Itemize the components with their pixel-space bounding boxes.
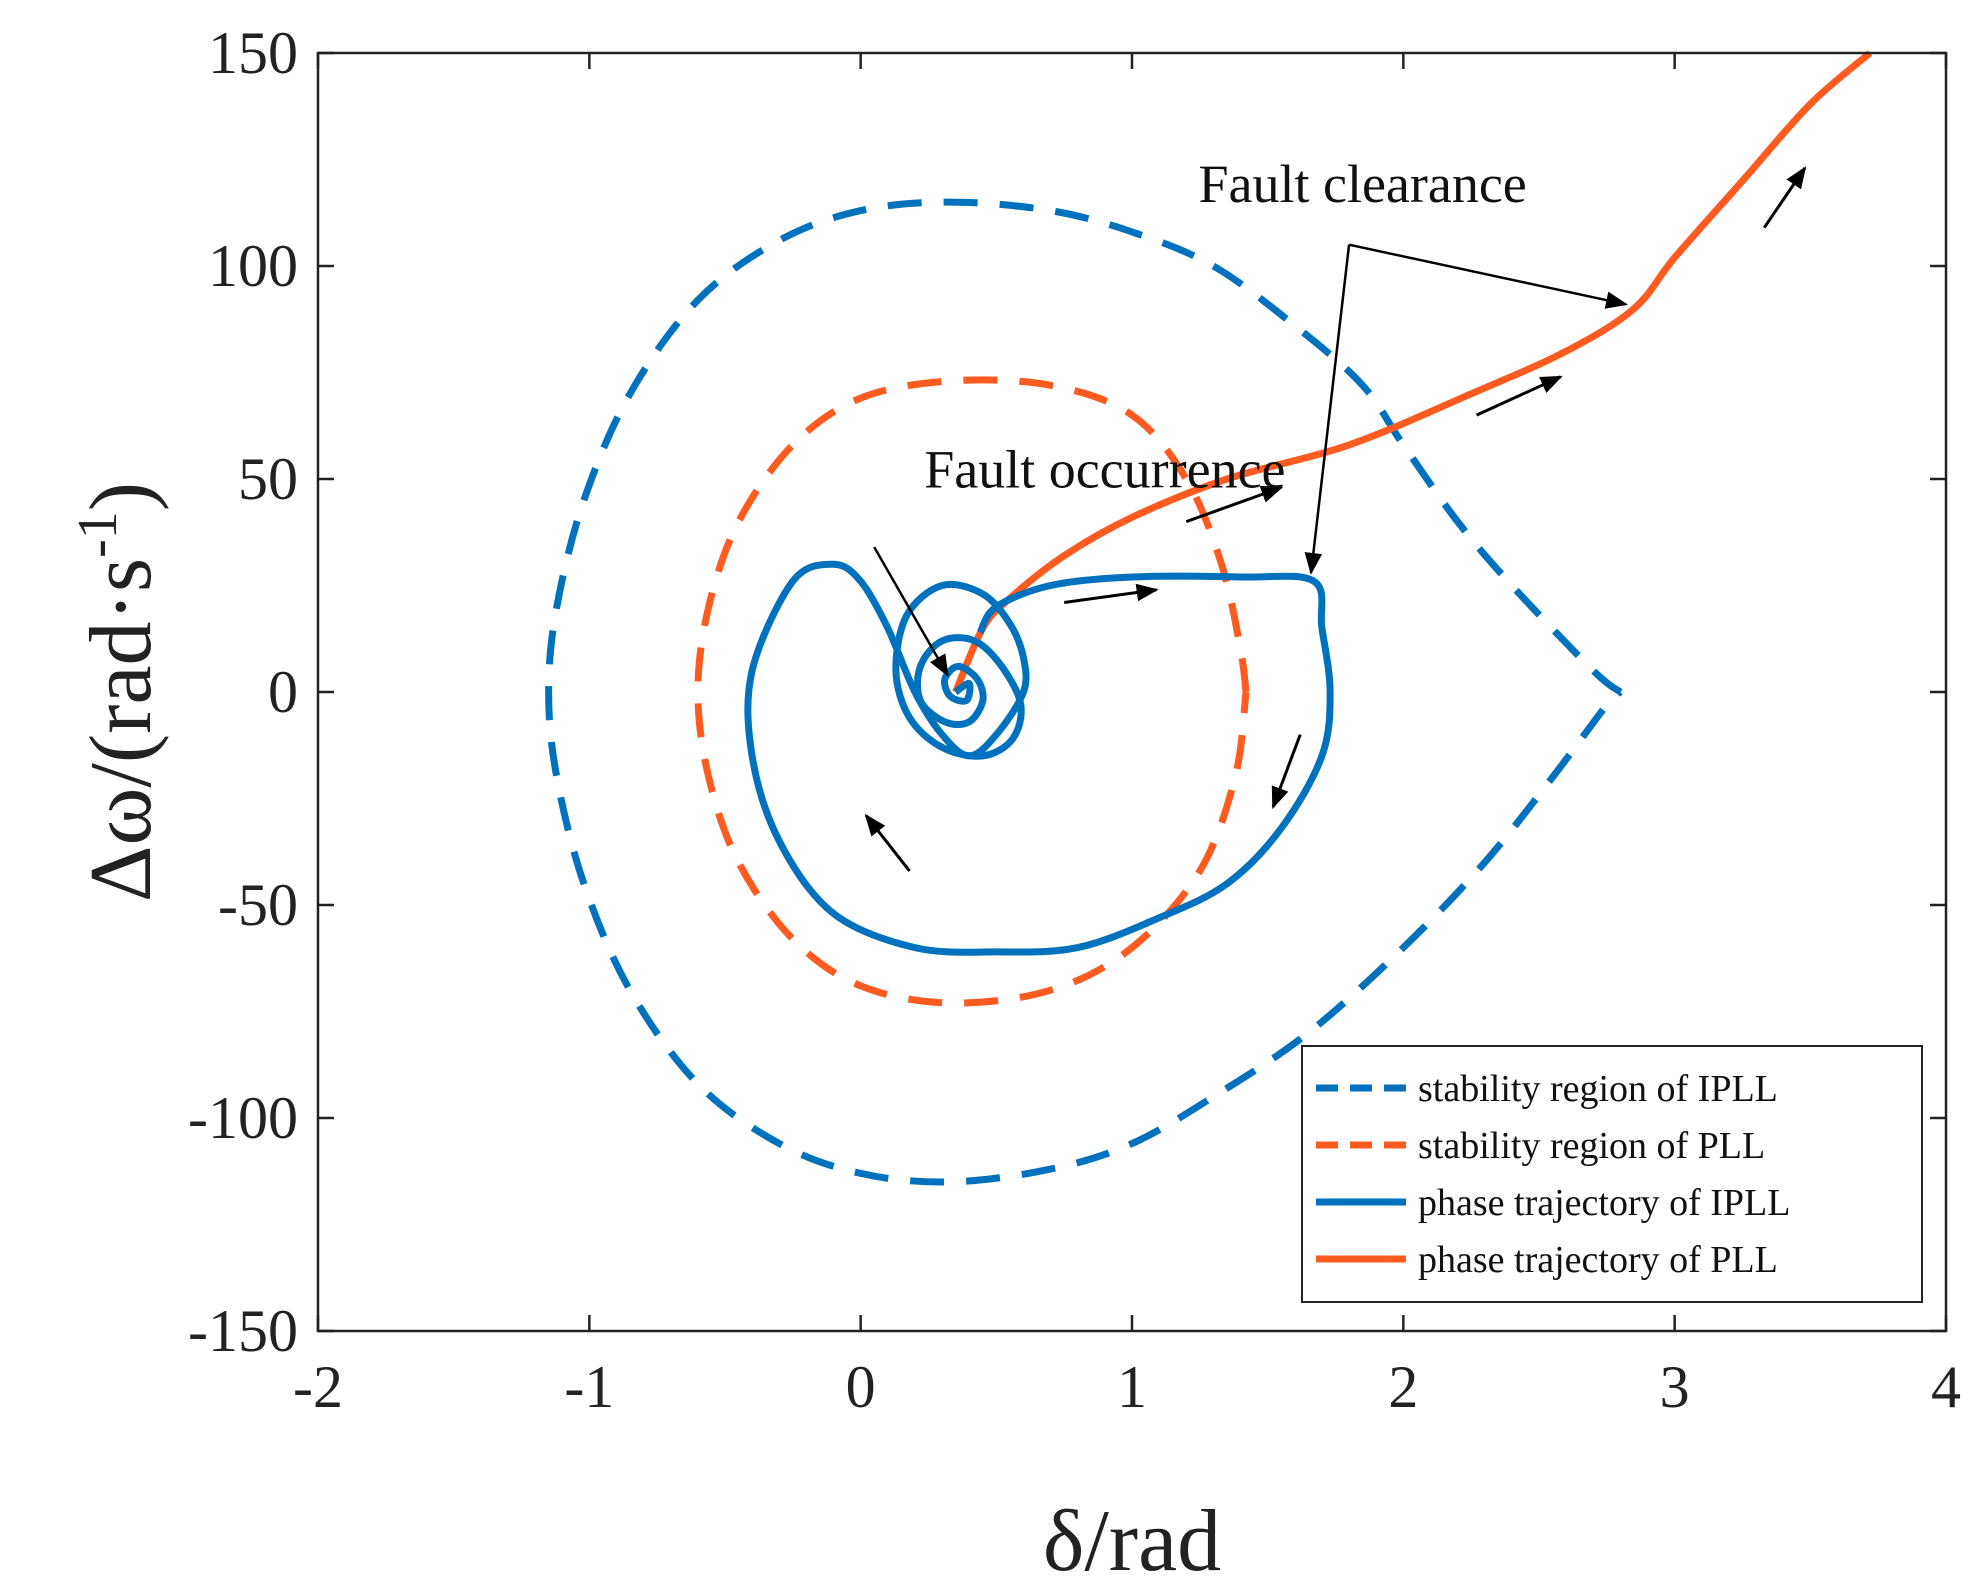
legend-entry-label: stability region of PLL — [1418, 1125, 1765, 1167]
y-tick-label: 100 — [208, 233, 298, 299]
x-tick-label: 0 — [846, 1354, 876, 1420]
series-line-stability-region-of-pll — [694, 376, 1250, 1007]
annotation-arrow — [1348, 243, 1628, 309]
y-tick-label: 50 — [238, 446, 298, 512]
annotation-label: Fault clearance — [1198, 154, 1526, 214]
y-tick-label: -50 — [218, 872, 298, 938]
y-axis-label: Δω/(rad·s-1) — [67, 482, 170, 902]
direction-arrow — [1475, 375, 1563, 417]
x-tick-label: 2 — [1388, 1354, 1418, 1420]
legend-entry-label: phase trajectory of IPLL — [1418, 1182, 1790, 1224]
annotation-text-layer: Fault occurrence Fault clearance — [924, 154, 1527, 499]
series-line-phase-trajectory-of-pll — [952, 50, 1873, 694]
direction-arrow — [1762, 166, 1807, 229]
x-tick-label: -1 — [564, 1354, 614, 1420]
y-tick-label: -100 — [188, 1085, 298, 1151]
y-tick-label: -150 — [188, 1298, 298, 1364]
annotation-layer — [864, 166, 1807, 872]
annotation-arrow — [873, 546, 949, 677]
legend: stability region of IPLL stability region… — [1301, 1045, 1923, 1303]
annotation-arrow — [1304, 244, 1351, 575]
y-axis-label-superscript: -1 — [67, 511, 129, 558]
y-axis-label-close: ) — [73, 482, 170, 511]
tick-layer: -2 -1 0 1 2 3 4 -150 -100 -50 0 50 100 150 — [188, 20, 1961, 1420]
direction-arrow — [864, 813, 911, 872]
direction-arrow — [1185, 485, 1284, 524]
x-tick-label: 1 — [1117, 1354, 1147, 1420]
direction-arrow — [1063, 583, 1159, 605]
series-layer — [545, 50, 1873, 1186]
x-tick-label: 3 — [1660, 1354, 1690, 1420]
legend-entry-label: phase trajectory of PLL — [1418, 1239, 1778, 1281]
y-axis-label-main: Δω/(rad·s — [73, 558, 170, 902]
series-line-phase-trajectory-of-ipll — [744, 560, 1334, 956]
x-tick-label: 4 — [1931, 1354, 1961, 1420]
y-tick-label: 0 — [268, 659, 298, 725]
annotation-label: Fault occurrence — [924, 440, 1285, 500]
x-axis-label: δ/rad — [1043, 1493, 1221, 1588]
direction-arrow — [1271, 734, 1302, 810]
legend-entry-label: stability region of IPLL — [1418, 1068, 1778, 1110]
y-tick-label: 150 — [208, 20, 298, 86]
x-tick-label: -2 — [293, 1354, 343, 1420]
